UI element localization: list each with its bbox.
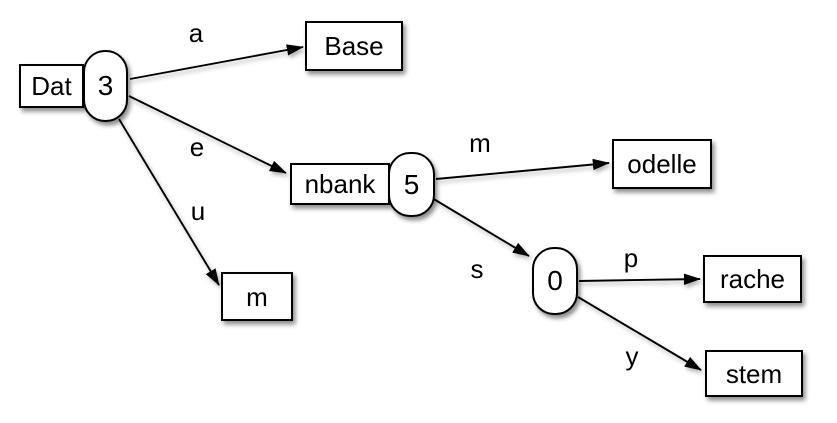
edge-label-y: y: [625, 341, 639, 371]
edge-arrow-a: [129, 44, 304, 80]
node-m: m: [221, 272, 293, 321]
edge-label-u: u: [190, 196, 206, 226]
edge-arrow-y: [577, 296, 702, 371]
node-dat-count-badge: 3: [83, 50, 128, 122]
edge-label-e: e: [189, 132, 205, 162]
node-nbank-label: nbank: [304, 169, 376, 199]
node-rache-label: rache: [719, 264, 786, 294]
node-rache: rache: [703, 255, 802, 303]
node-base-label: Base: [324, 31, 384, 61]
node-dat-count-label: 3: [97, 70, 114, 101]
edge-arrow-s: [431, 197, 530, 257]
node-zero-count-badge: 0: [532, 247, 578, 315]
node-dat-label: Dat: [31, 71, 72, 101]
node-nbank: nbank: [290, 163, 390, 205]
edge-label-s: s: [470, 254, 484, 284]
edge-label-p: p: [623, 243, 639, 273]
node-dat: Dat: [19, 64, 84, 108]
node-base: Base: [305, 21, 403, 71]
edge-arrow-u: [118, 118, 220, 286]
edge-arrow-e: [128, 95, 287, 174]
node-m-label: m: [246, 281, 268, 312]
edge-arrow-m: [435, 158, 610, 180]
node-nbank-count-badge: 5: [388, 152, 435, 217]
node-nbank-count-label: 5: [403, 168, 420, 200]
node-odelle-label: odelle: [627, 149, 697, 179]
edge-label-a: a: [188, 18, 204, 48]
edge-arrow-p: [578, 273, 701, 285]
edge-label-m: m: [469, 128, 491, 158]
node-stem: stem: [705, 350, 803, 397]
node-odelle: odelle: [612, 139, 712, 189]
node-stem-label: stem: [725, 358, 783, 389]
node-zero-count-label: 0: [547, 265, 563, 296]
